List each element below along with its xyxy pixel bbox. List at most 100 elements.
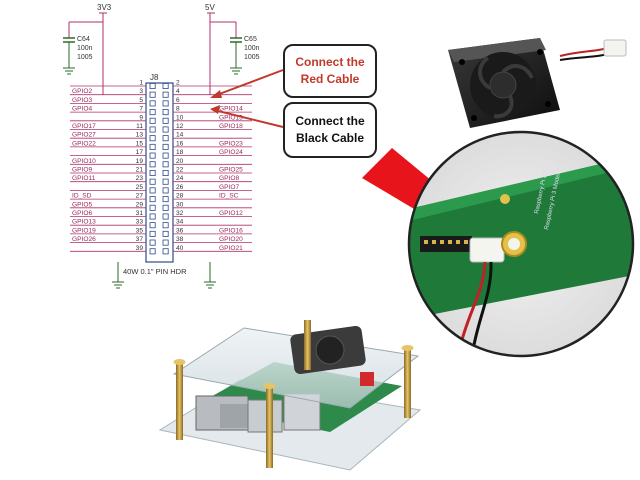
pin-number-odd: 39 xyxy=(136,245,144,252)
pin-number-odd: 13 xyxy=(136,132,144,139)
header-pin xyxy=(162,222,169,229)
gpio-label-right: GPIO7 xyxy=(219,184,239,191)
c65-ref: C65 xyxy=(244,36,257,43)
ground-icon xyxy=(112,281,124,289)
gpio-label-right: GPIO23 xyxy=(219,140,243,147)
header-pin xyxy=(149,187,156,194)
header-pin xyxy=(149,152,156,159)
gpio-label-right: GPIO21 xyxy=(219,245,243,252)
pin-number-even: 10 xyxy=(176,114,184,121)
gpio-schematic: 3V3 5V C64 100n 1005 xyxy=(63,3,260,289)
pin-number-odd: 37 xyxy=(136,236,144,243)
header-pin xyxy=(162,178,169,185)
gpio-label-left: GPIO2 xyxy=(72,88,92,95)
acrylic-case-photo xyxy=(158,320,422,471)
pin-number-even: 6 xyxy=(176,97,180,104)
header-pin xyxy=(162,152,169,159)
pin-number-odd: 19 xyxy=(136,158,144,165)
pin-number-even: 38 xyxy=(176,236,184,243)
header-pin xyxy=(149,204,156,211)
left-pin-column: 13GPIO25GPIO37GPIO4911GPIO1713GPIO2715GP… xyxy=(70,80,146,252)
header-pin xyxy=(162,230,169,237)
pin-number-odd: 9 xyxy=(139,114,143,121)
header-caption: 40W 0.1" PIN HDR xyxy=(123,267,187,276)
callout-red-cable: Connect the Red Cable xyxy=(283,44,377,98)
gpio-label-right: GPIO24 xyxy=(219,149,243,156)
gpio-label-left: GPIO17 xyxy=(72,123,96,130)
gpio-label-left: GPIO4 xyxy=(72,106,92,113)
header-ref-label: J8 xyxy=(150,73,159,82)
c64-ref: C64 xyxy=(77,36,90,43)
capacitor-c65: C65 100n 1005 xyxy=(230,22,260,75)
pin-number-odd: 15 xyxy=(136,140,144,147)
header-pin xyxy=(149,143,156,150)
pin-number-even: 36 xyxy=(176,227,184,234)
gpio-label-left: GPIO10 xyxy=(72,158,96,165)
gpio-label-right: ID_SC xyxy=(219,193,239,200)
gpio-label-left: GPIO13 xyxy=(72,219,96,226)
header-pin xyxy=(162,196,169,203)
header-pin xyxy=(149,230,156,237)
header-pin xyxy=(162,239,169,246)
pin-number-even: 16 xyxy=(176,140,184,147)
gpio-label-left: GPIO26 xyxy=(72,236,96,243)
pin-number-odd: 3 xyxy=(139,88,143,95)
pin-number-even: 20 xyxy=(176,158,184,165)
pin-number-odd: 35 xyxy=(136,227,144,234)
callout-red-line2: Red Cable xyxy=(300,72,360,86)
header-pin xyxy=(162,126,169,133)
header-pin xyxy=(149,239,156,246)
callout-black-cable: Connect the Black Cable xyxy=(283,102,377,158)
pin-number-even: 14 xyxy=(176,132,184,139)
header-pin xyxy=(162,161,169,168)
pin-number-odd: 31 xyxy=(136,210,144,217)
gpio-label-left: GPIO27 xyxy=(72,132,96,139)
gpio-label-right: GPIO20 xyxy=(219,236,243,243)
gpio-label-right: GPIO8 xyxy=(219,175,239,182)
pin-number-even: 8 xyxy=(176,106,180,113)
pin-number-even: 28 xyxy=(176,193,184,200)
gpio-label-left: GPIO9 xyxy=(72,167,92,174)
gpio-label-left: GPIO19 xyxy=(72,227,96,234)
pin-header-body xyxy=(145,82,174,263)
pin-number-even: 24 xyxy=(176,175,184,182)
pin-number-even: 40 xyxy=(176,245,184,252)
callout-black-line1: Connect the xyxy=(295,114,365,128)
header-pin xyxy=(149,135,156,142)
rail-3v3-label: 3V3 xyxy=(97,3,112,12)
ground-icon xyxy=(230,67,242,75)
capacitor-c64: C64 100n 1005 xyxy=(63,22,93,75)
c65-value: 100n xyxy=(244,45,260,52)
header-pin xyxy=(149,83,156,90)
pin-number-odd: 5 xyxy=(139,97,143,104)
gpio-label-left: ID_SD xyxy=(72,193,92,200)
pin-number-odd: 33 xyxy=(136,219,144,226)
pin-number-odd: 21 xyxy=(136,167,144,174)
gpio-label-right: GPIO25 xyxy=(219,167,243,174)
header-pin xyxy=(149,169,156,176)
header-pin xyxy=(149,161,156,168)
header-pin xyxy=(162,91,169,98)
pin-number-odd: 27 xyxy=(136,193,144,200)
gpio-label-left: GPIO22 xyxy=(72,140,96,147)
pin-number-even: 18 xyxy=(176,149,184,156)
header-pin xyxy=(162,143,169,150)
gpio-label-left: GPIO11 xyxy=(72,175,96,182)
c64-size: 1005 xyxy=(77,54,93,61)
header-pin xyxy=(149,248,156,255)
header-pin xyxy=(162,213,169,220)
pi-board-zoom-photo: Raspberry Pi 2018 Raspberry Pi 3 Model B… xyxy=(407,130,635,358)
ground-icon xyxy=(204,281,216,289)
header-pin xyxy=(162,204,169,211)
pin-grid xyxy=(149,83,169,255)
c65-size: 1005 xyxy=(244,54,260,61)
header-pin xyxy=(149,109,156,116)
header-pin xyxy=(149,196,156,203)
pin-number-even: 4 xyxy=(176,88,180,95)
header-pin xyxy=(149,91,156,98)
header-pin xyxy=(149,117,156,124)
pin-number-odd: 1 xyxy=(139,80,143,87)
callout-red-line1: Connect the xyxy=(295,55,365,69)
cooling-fan-photo xyxy=(448,38,627,128)
